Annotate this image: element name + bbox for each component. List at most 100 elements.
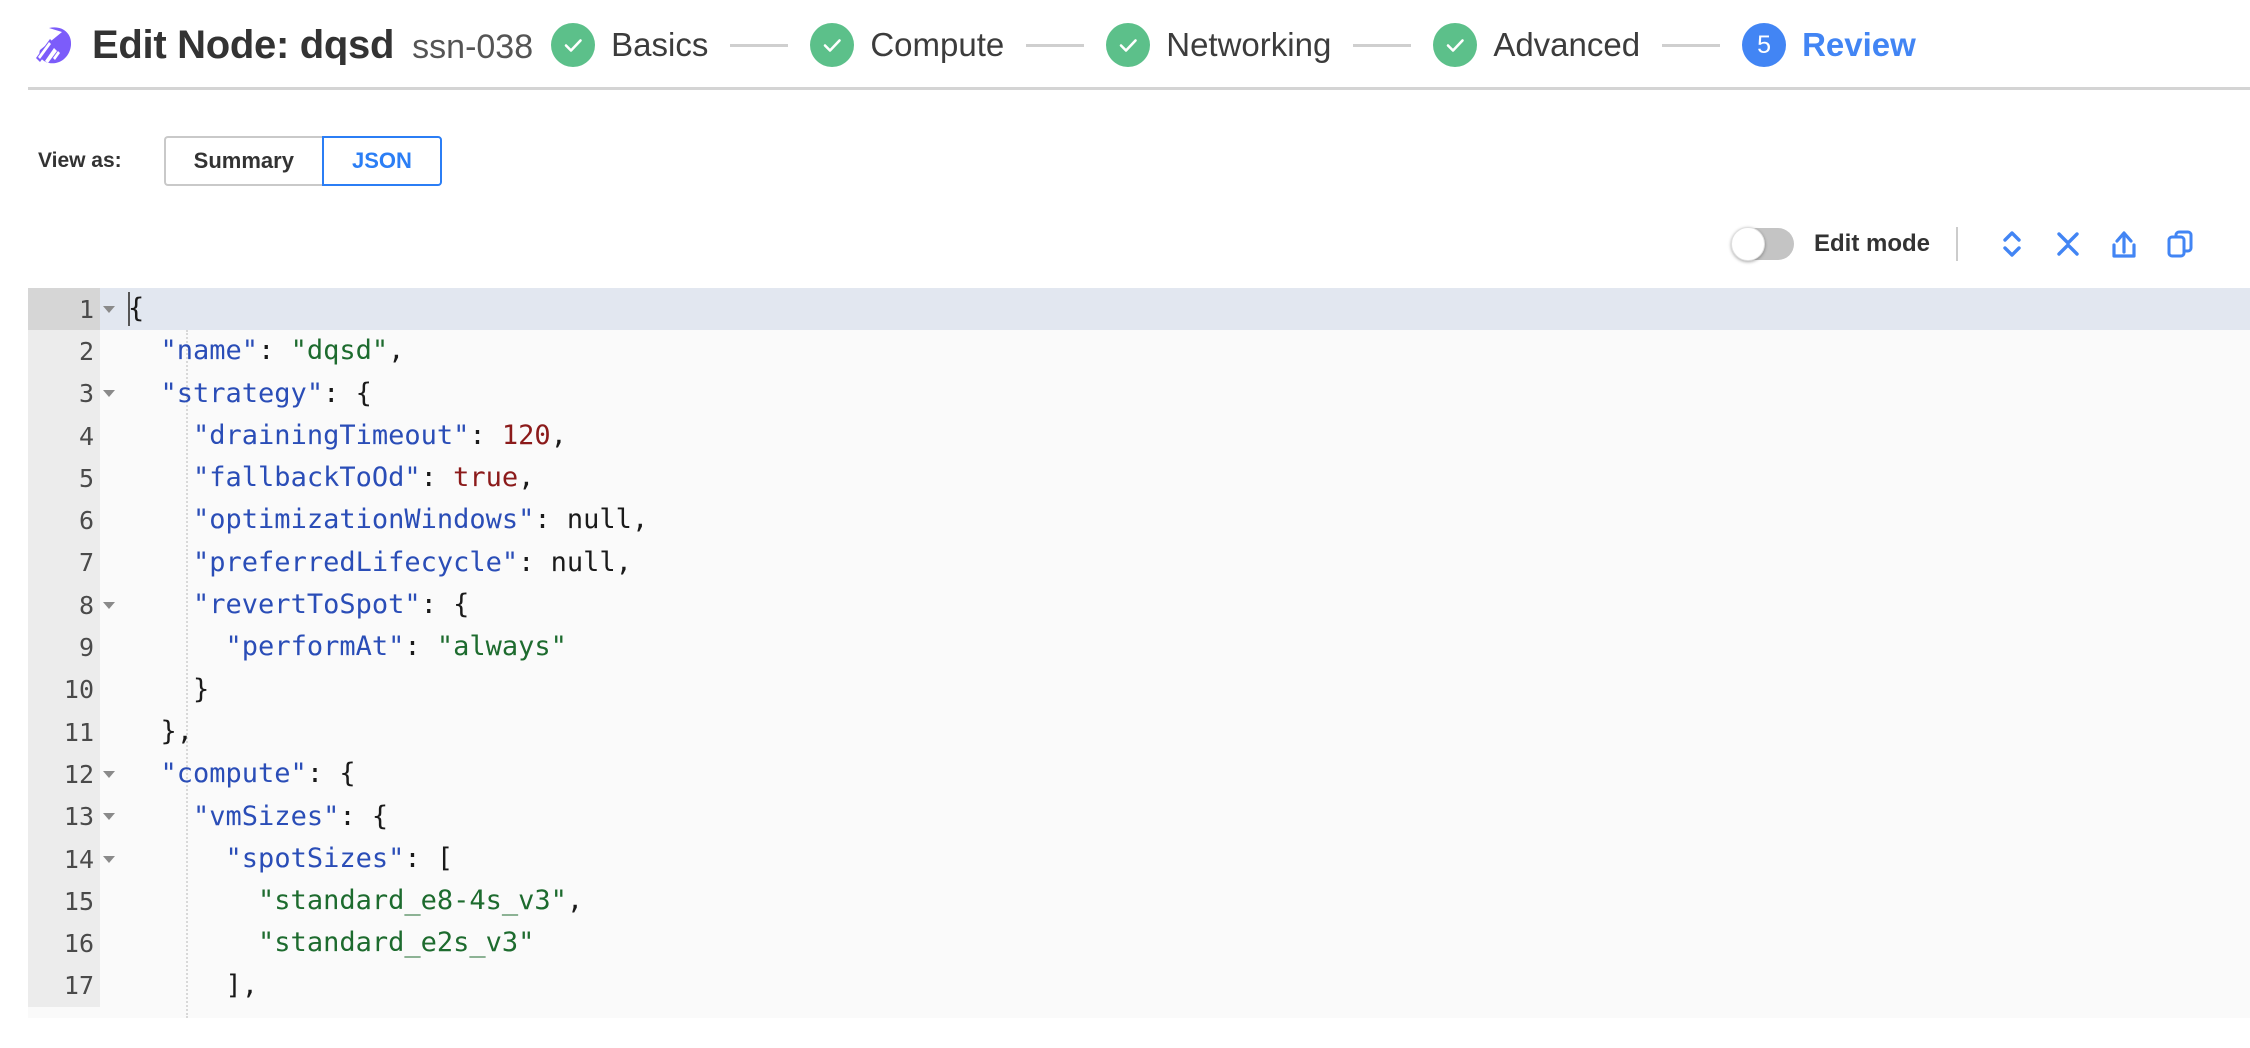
fold-toggle[interactable] [100, 373, 118, 415]
line-gutter: 16 [28, 922, 100, 965]
line-gutter: 12 [28, 753, 100, 796]
copy-icon[interactable] [2152, 222, 2208, 266]
code-line[interactable]: 16 "standard_e2s_v3" [28, 922, 2250, 965]
fold-spacer [100, 669, 118, 711]
code-line[interactable]: 2 "name": "dqsd", [28, 330, 2250, 373]
step-connector [730, 43, 789, 47]
line-gutter: 15 [28, 880, 100, 923]
step-review[interactable]: 5 Review [1742, 23, 1916, 67]
json-editor[interactable]: 1 { 2 "name": "dqsd", 3 "strategy": { 4 … [28, 288, 2250, 1018]
collapse-all-icon[interactable] [2040, 222, 2096, 266]
edit-mode-toggle-knob [1730, 227, 1765, 261]
spot-logo-icon [28, 22, 74, 68]
fold-toggle[interactable] [100, 584, 118, 626]
step-networking-label: Networking [1166, 26, 1332, 63]
code-line[interactable]: 6 "optimizationWindows": null, [28, 499, 2250, 542]
line-gutter: 17 [28, 964, 100, 1008]
line-number: 5 [78, 463, 94, 493]
line-number: 10 [63, 675, 94, 705]
code-text: } [193, 673, 210, 705]
code-text: ], [225, 969, 259, 1001]
line-number: 15 [63, 886, 94, 916]
export-icon[interactable] [2096, 222, 2152, 266]
code-line[interactable]: 17 ], [28, 964, 2250, 1008]
fold-spacer [100, 965, 118, 1007]
code-line[interactable]: 3 "strategy": { [28, 372, 2250, 415]
expand-all-icon[interactable] [1984, 222, 2040, 266]
step-networking[interactable]: Networking [1106, 23, 1331, 67]
edit-mode-toggle[interactable] [1730, 227, 1794, 261]
line-gutter: 3 [28, 372, 100, 415]
line-gutter: 9 [28, 626, 100, 669]
edit-mode-label: Edit mode [1813, 230, 1930, 257]
line-number: 3 [78, 379, 94, 409]
code-text: "optimizationWindows": null, [193, 504, 649, 536]
code-text: "fallbackToOd": true, [193, 462, 535, 494]
step-basics[interactable]: Basics [551, 23, 708, 67]
fold-spacer [100, 415, 118, 457]
fold-toggle[interactable] [100, 288, 118, 331]
step-compute[interactable]: Compute [810, 23, 1004, 67]
code-text: "name": "dqsd", [160, 335, 405, 367]
code-line[interactable]: 12 "compute": { [28, 753, 2250, 796]
fold-spacer [100, 542, 118, 584]
line-number: 8 [78, 590, 94, 620]
step-review-number: 5 [1757, 30, 1772, 59]
line-gutter: 10 [28, 668, 100, 711]
step-review-number-badge: 5 [1742, 23, 1787, 67]
view-as-json-button[interactable]: JSON [321, 136, 442, 186]
code-line[interactable]: 10 } [28, 668, 2250, 711]
editor-toolbar: Edit mode [0, 186, 2250, 266]
fold-spacer [100, 922, 118, 964]
line-number: 9 [78, 633, 94, 663]
code-text: "strategy": { [160, 377, 372, 409]
step-connector [1353, 43, 1412, 47]
code-line[interactable]: 11 }, [28, 710, 2250, 754]
code-text: "preferredLifecycle": null, [193, 546, 632, 578]
line-number: 1 [78, 294, 94, 324]
code-line[interactable]: 1 { [28, 288, 2250, 331]
line-gutter: 8 [28, 584, 100, 627]
title-block: Edit Node: dqsd ssn-038 [92, 25, 533, 65]
view-as-summary-button[interactable]: Summary [163, 136, 322, 186]
step-compute-label: Compute [870, 26, 1005, 63]
code-text: "drainingTimeout": 120, [193, 419, 567, 451]
code-line[interactable]: 4 "drainingTimeout": 120, [28, 414, 2250, 458]
view-as-segmented-control: Summary JSON [163, 136, 442, 186]
line-gutter: 13 [28, 795, 100, 838]
line-number: 7 [78, 548, 94, 578]
line-number: 2 [78, 336, 94, 366]
code-line[interactable]: 13 "vmSizes": { [28, 795, 2250, 838]
code-line[interactable]: 5 "fallbackToOd": true, [28, 457, 2250, 500]
code-text: "standard_e8-4s_v3", [258, 885, 584, 917]
code-line[interactable]: 9 "performAt": "always" [28, 626, 2250, 669]
wizard-stepper: Basics Compute Networking [551, 23, 2250, 67]
fold-spacer [100, 626, 118, 668]
code-text: }, [160, 715, 194, 747]
node-id-label: ssn-038 [412, 28, 534, 65]
step-basics-label: Basics [611, 26, 709, 63]
line-number: 13 [63, 802, 94, 832]
fold-toggle[interactable] [100, 838, 118, 880]
fold-spacer [100, 711, 118, 753]
fold-toggle[interactable] [100, 796, 118, 838]
step-advanced[interactable]: Advanced [1433, 23, 1640, 67]
line-gutter: 5 [28, 457, 100, 500]
code-line[interactable]: 15 "standard_e8-4s_v3", [28, 880, 2250, 923]
step-connector [1026, 43, 1085, 47]
fold-spacer [100, 457, 118, 499]
code-text: { [128, 293, 145, 324]
toolbar-divider [1956, 227, 1958, 261]
step-connector [1662, 43, 1721, 47]
text-cursor [128, 292, 130, 326]
line-number: 17 [63, 971, 94, 1001]
fold-toggle[interactable] [100, 753, 118, 795]
line-number: 16 [63, 929, 94, 959]
code-line[interactable]: 8 "revertToSpot": { [28, 584, 2250, 627]
line-gutter: 6 [28, 499, 100, 542]
line-gutter: 2 [28, 330, 100, 373]
line-gutter: 4 [28, 414, 100, 458]
code-line[interactable]: 14 "spotSizes": [ [28, 837, 2250, 881]
code-line[interactable]: 7 "preferredLifecycle": null, [28, 541, 2250, 585]
view-as-row: View as: Summary JSON [0, 90, 2250, 186]
